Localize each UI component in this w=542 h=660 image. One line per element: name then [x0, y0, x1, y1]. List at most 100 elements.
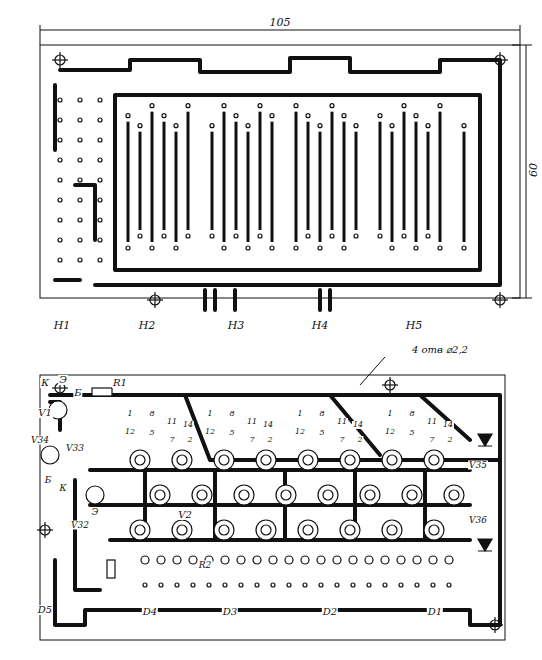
pcb-strip	[127, 122, 130, 242]
pad	[126, 246, 130, 250]
pcb-strip	[235, 122, 238, 230]
led	[387, 525, 397, 535]
pad	[318, 124, 322, 128]
pad	[58, 198, 62, 202]
pcb-strip	[151, 112, 154, 242]
pad	[253, 556, 261, 564]
callout-label: R2	[198, 561, 213, 570]
led	[172, 450, 192, 470]
callout-label: 1	[126, 410, 133, 418]
led	[219, 455, 229, 465]
pad	[365, 556, 373, 564]
pcb-strip	[271, 122, 274, 242]
led	[340, 520, 360, 540]
pad	[294, 104, 298, 108]
pad	[126, 114, 130, 118]
led	[130, 450, 150, 470]
pad	[210, 234, 214, 238]
led	[444, 485, 464, 505]
callout-label: R1	[112, 378, 128, 388]
led	[345, 525, 355, 535]
pad	[78, 98, 82, 102]
pcb-strip	[391, 132, 394, 242]
pad	[438, 104, 442, 108]
pad	[285, 556, 293, 564]
callout-label: 12	[124, 428, 136, 436]
pcb-strip	[355, 132, 358, 230]
callout-label: 5	[148, 429, 155, 437]
callout-label: 2	[446, 436, 453, 444]
pad	[138, 124, 142, 128]
pad	[447, 583, 451, 587]
pad	[287, 583, 291, 587]
callout-label: D5	[37, 605, 53, 615]
pad	[239, 583, 243, 587]
led	[150, 485, 170, 505]
pad	[157, 556, 165, 564]
mounting-hole	[37, 522, 53, 538]
led	[172, 520, 192, 540]
pad	[402, 234, 406, 238]
led	[135, 525, 145, 535]
pad	[237, 556, 245, 564]
callout-label: 4 отв ⌀2,2	[411, 345, 469, 355]
pad	[317, 556, 325, 564]
led	[318, 485, 338, 505]
dimension: 60	[528, 162, 539, 178]
callout-label: Б	[44, 476, 53, 485]
callout-label: V36	[468, 516, 488, 525]
led	[298, 520, 318, 540]
pad	[431, 583, 435, 587]
pad	[234, 114, 238, 118]
callout-label: 14	[352, 421, 364, 429]
callout-label: V35	[468, 461, 488, 470]
callout-label: К	[40, 378, 50, 388]
pad	[255, 583, 259, 587]
pad	[333, 556, 341, 564]
pad	[258, 104, 262, 108]
pcb-strip	[175, 132, 178, 242]
led	[256, 450, 276, 470]
pcb-strip	[319, 132, 322, 242]
diode	[478, 434, 492, 446]
pad	[342, 246, 346, 250]
callout-label: V2	[177, 510, 193, 520]
view-label: Н4	[311, 320, 330, 331]
pad	[210, 124, 214, 128]
pcb-strip	[343, 122, 346, 242]
mounting-hole	[52, 52, 68, 68]
led	[402, 485, 422, 505]
pad	[246, 246, 250, 250]
pad	[413, 556, 421, 564]
pad	[429, 556, 437, 564]
callout-label: V1	[37, 408, 53, 418]
pad	[390, 124, 394, 128]
pcb-strip	[139, 132, 142, 230]
pad	[78, 178, 82, 182]
pad	[162, 234, 166, 238]
callout-label: D3	[222, 607, 238, 617]
pad	[98, 118, 102, 122]
pad	[58, 238, 62, 242]
pad	[78, 118, 82, 122]
pad	[78, 198, 82, 202]
callout-label: 5	[318, 429, 325, 437]
pad	[78, 138, 82, 142]
pad	[186, 234, 190, 238]
callout-label: Э	[91, 508, 100, 517]
pad	[98, 138, 102, 142]
callout-label: 12	[384, 428, 396, 436]
pad	[58, 258, 62, 262]
led	[303, 455, 313, 465]
pad	[150, 246, 154, 250]
led	[382, 520, 402, 540]
pad	[378, 114, 382, 118]
led	[261, 525, 271, 535]
led	[130, 520, 150, 540]
callout-label: 7	[248, 436, 255, 444]
callout-label: 1	[386, 410, 393, 418]
resistor-symbol	[107, 560, 115, 578]
pad	[367, 583, 371, 587]
view-label: Н1	[53, 320, 72, 331]
